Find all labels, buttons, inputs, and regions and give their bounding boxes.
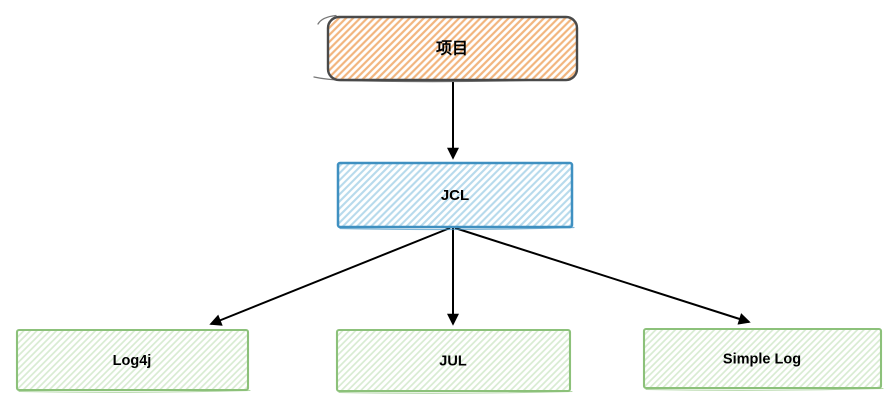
node-jul-box[interactable] [335,328,572,393]
sketch-stroke [317,14,337,25]
node-jcl-label: JCL [441,187,469,204]
node-log4j-label: Log4j [113,353,152,369]
arrow-line[interactable] [454,227,751,325]
node-jul-label: JUL [439,354,467,370]
sketch-stroke [18,389,251,393]
sketch-stroke [645,387,884,391]
node-jul[interactable]: JUL [335,328,573,394]
node-project-label: 项目 [436,40,468,58]
arrow-line[interactable] [209,227,451,326]
node-simple-log-label: Simple Log [723,352,801,368]
node-simple-log-box[interactable] [642,327,883,390]
sketch-stroke [339,78,561,83]
node-jcl[interactable]: JCL [336,161,575,231]
edge-jcl-to-log4j[interactable] [209,227,451,326]
node-jcl-box[interactable] [336,161,574,229]
node-project-box[interactable] [326,15,579,82]
node-log4j[interactable]: Log4j [15,328,251,393]
sketch-stroke [338,390,573,394]
edge-jcl-to-simple-log[interactable] [454,227,751,325]
node-log4j-box[interactable] [15,328,250,392]
node-simple-log[interactable]: Simple Log [642,327,884,391]
sketch-stroke [339,226,575,231]
node-project[interactable]: 项目 [313,14,579,83]
